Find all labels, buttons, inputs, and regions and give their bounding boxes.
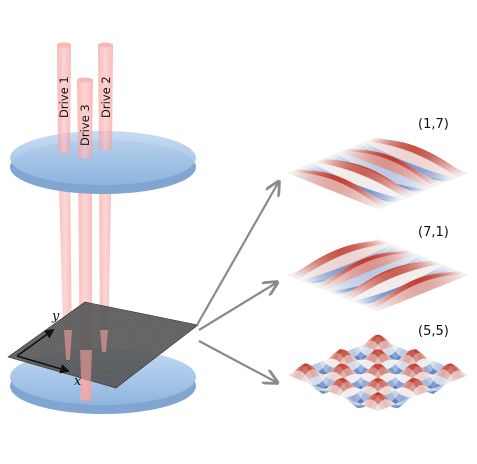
- arrow-to-mode-3: [198, 340, 276, 382]
- drive-1-label: Drive 1: [57, 76, 71, 118]
- mode-surface-tile: [374, 306, 382, 312]
- arrow-to-mode-1: [196, 183, 278, 326]
- arrow-to-mode-2: [198, 283, 276, 331]
- coordinate-axes: y x: [16, 309, 82, 389]
- drive-3-beam: [77, 80, 93, 158]
- mode-surface-tile: [374, 204, 382, 210]
- drive-1-beam: [57, 45, 71, 153]
- mode-surface-1: [287, 136, 469, 210]
- drive-2-beam: [98, 45, 113, 150]
- mode-arrows: [196, 183, 278, 382]
- y-axis-label: y: [51, 309, 60, 324]
- mode-3-label: (5,5): [418, 324, 449, 339]
- x-axis-label: x: [74, 374, 82, 389]
- mode-surface-2: [287, 238, 469, 312]
- mode-surface-tile: [374, 404, 382, 412]
- mode-1-label: (1,7): [418, 117, 449, 132]
- mode-surface-3: [287, 334, 469, 412]
- beams-through-membrane: [64, 330, 108, 402]
- drive-3-label: Drive 3: [78, 104, 92, 146]
- mode-2-label: (7,1): [418, 225, 449, 240]
- top-plate: [10, 131, 196, 194]
- beams-upper: [57, 42, 113, 158]
- drive-2-label: Drive 2: [99, 76, 113, 118]
- mode-surfaces: [287, 136, 469, 412]
